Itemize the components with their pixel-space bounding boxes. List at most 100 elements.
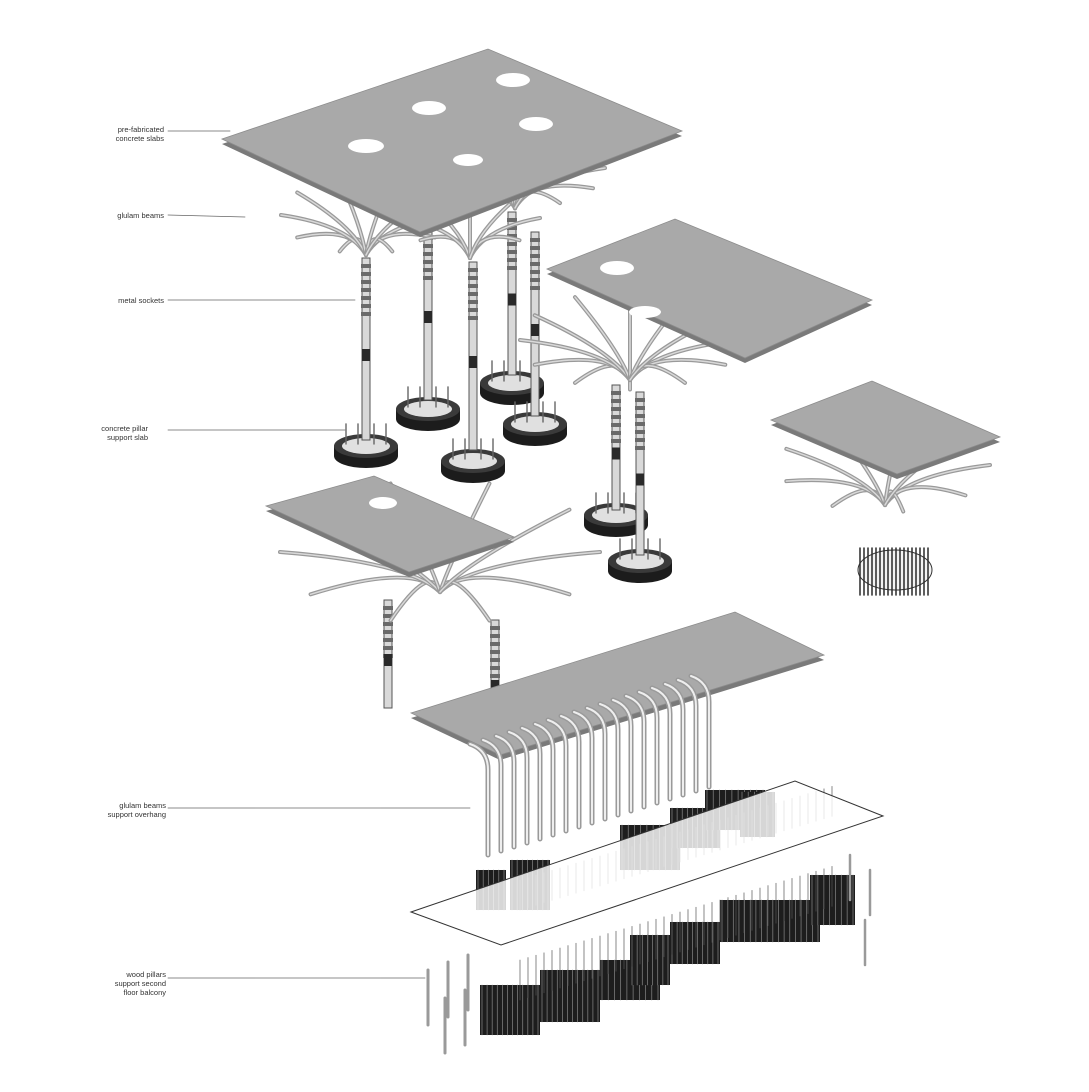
slab-opening <box>369 497 397 509</box>
socket-ring <box>423 276 433 280</box>
label-line: support second <box>114 979 166 988</box>
socket-ring <box>383 622 393 626</box>
column <box>468 261 478 451</box>
glulam-beam-highlight <box>534 723 554 836</box>
glulam-beam-highlight <box>599 703 619 816</box>
socket-ring <box>530 254 540 258</box>
socket-ring <box>611 391 621 395</box>
socket-ring <box>423 260 433 264</box>
socket-ring <box>635 398 645 402</box>
ring-outline <box>857 549 933 591</box>
socket-ring <box>468 284 478 288</box>
socket-ring <box>383 638 393 642</box>
metal-socket <box>384 654 392 666</box>
glulam-beam-highlight <box>586 707 606 820</box>
pillar-block <box>670 921 720 965</box>
glulam-beam-highlight <box>677 679 697 792</box>
label-line: metal sockets <box>118 296 164 305</box>
pillar-block-fill <box>540 970 600 1022</box>
structure-drawing <box>220 48 1002 1055</box>
pillar-block-fill <box>720 900 820 942</box>
socket-ring <box>507 226 517 230</box>
socket-ring <box>611 423 621 427</box>
pillar-block-fill <box>810 875 855 925</box>
concrete-base <box>608 538 672 583</box>
socket-ring <box>611 431 621 435</box>
label-line: glulam beams <box>119 801 166 810</box>
precast-slab <box>264 475 516 577</box>
socket-ring <box>507 234 517 238</box>
glulam-beam-highlight <box>533 314 631 381</box>
label-line: wood pillars <box>126 970 166 979</box>
socket-ring <box>490 658 500 662</box>
glulam-beam-highlight <box>573 711 593 824</box>
label-line: concrete slabs <box>115 134 164 143</box>
slab-opening <box>600 261 634 275</box>
socket-ring <box>530 286 540 290</box>
socket-ring <box>468 308 478 312</box>
slab-opening <box>519 117 553 131</box>
socket-ring <box>383 606 393 610</box>
socket-ring <box>635 446 645 450</box>
column <box>635 391 645 556</box>
leader-lines <box>167 130 471 979</box>
label-line: floor balcony <box>123 988 166 997</box>
label-glulam-support-overhang: glulam beams support overhang <box>76 801 166 819</box>
column <box>423 221 433 401</box>
socket-ring <box>361 272 371 276</box>
precast-slab <box>409 611 826 760</box>
socket-ring <box>423 252 433 256</box>
socket-ring <box>361 264 371 268</box>
socket-ring <box>468 268 478 272</box>
slab-opening <box>348 139 384 153</box>
socket-ring <box>383 646 393 650</box>
leader-line <box>167 214 246 218</box>
glulam-beam-highlight <box>625 695 645 808</box>
socket-ring <box>635 430 645 434</box>
glulam-beam-highlight <box>495 735 515 848</box>
pillar-block-fill <box>670 922 720 964</box>
metal-socket <box>636 473 644 486</box>
glulam-beam-highlight <box>482 739 502 852</box>
column <box>383 599 393 709</box>
slab-opening <box>412 101 446 115</box>
slab-opening <box>496 73 530 87</box>
socket-ring <box>383 614 393 618</box>
socket-ring <box>490 626 500 630</box>
glulam-beam-highlight <box>651 687 671 800</box>
socket-ring <box>468 276 478 280</box>
precast-slab <box>220 48 684 237</box>
concrete-base <box>334 423 398 468</box>
floor-panel <box>409 780 885 946</box>
socket-ring <box>507 218 517 222</box>
concrete-base <box>441 438 505 483</box>
socket-ring <box>530 238 540 242</box>
socket-ring <box>423 244 433 248</box>
socket-ring <box>635 406 645 410</box>
base-inner <box>488 375 536 391</box>
socket-ring <box>468 292 478 296</box>
glulam-beam-highlight <box>638 691 658 804</box>
metal-socket <box>491 680 499 692</box>
label-line: glulam beams <box>117 211 164 220</box>
socket-ring <box>635 422 645 426</box>
slab-opening <box>453 154 483 166</box>
column <box>507 211 517 376</box>
metal-socket <box>612 447 620 460</box>
wood-pillar-grid <box>409 780 885 1055</box>
glulam-beam-highlight <box>574 296 631 381</box>
pillar-block-fill <box>480 985 540 1035</box>
socket-ring <box>635 414 645 418</box>
glulam-overhang <box>467 673 712 858</box>
socket-ring <box>635 438 645 442</box>
socket-ring <box>530 270 540 274</box>
pillar-block <box>630 934 670 986</box>
metal-socket <box>469 356 477 368</box>
socket-ring <box>490 642 500 646</box>
socket-ring <box>361 296 371 300</box>
pillar-block-fill <box>630 935 670 985</box>
base-inner <box>449 453 497 469</box>
label-glulam-beams: glulam beams <box>74 211 164 220</box>
column <box>530 231 540 417</box>
